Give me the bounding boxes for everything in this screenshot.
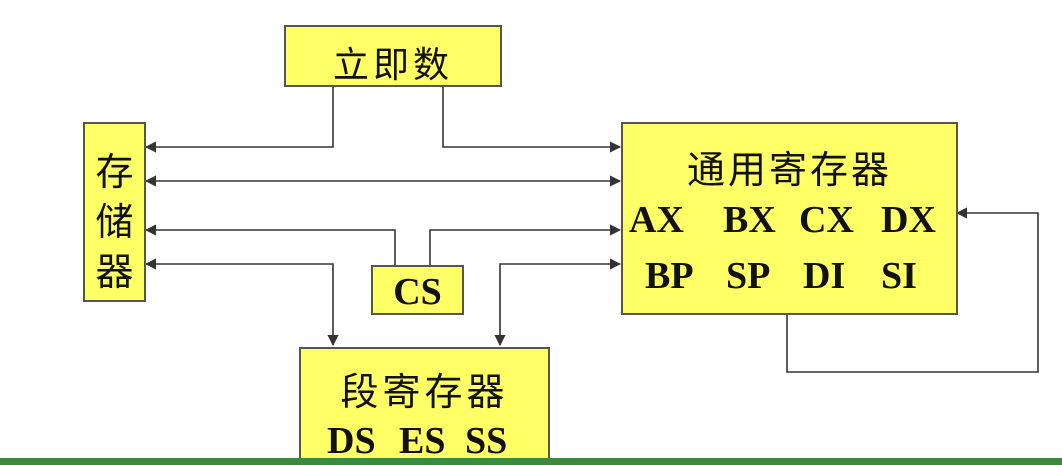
register-sp: SP — [726, 255, 771, 297]
register-di: DI — [803, 255, 846, 297]
bottom-bar — [0, 458, 1062, 465]
register-bx: BX — [723, 199, 776, 241]
register-ax: AX — [629, 199, 684, 241]
cs-box: CS — [371, 265, 464, 315]
general-registers-box: 通用寄存器 AX BX CX DX BP SP DI SI — [621, 122, 958, 315]
general-registers-title: 通用寄存器 — [686, 148, 892, 192]
register-es: ES — [399, 420, 446, 462]
cs-label: CS — [393, 271, 442, 313]
memory-label-char-2: 储 — [95, 200, 134, 244]
segment-registers-box: 段寄存器 DS ES SS — [299, 347, 550, 465]
memory-label-char-3: 器 — [95, 250, 134, 294]
register-cx: CX — [799, 199, 854, 241]
arrow-memory-segment — [144, 258, 339, 347]
register-bp: BP — [645, 255, 694, 297]
register-si: SI — [881, 255, 917, 297]
arrow-immediate-to-general — [442, 85, 622, 153]
immediate-label: 立即数 — [332, 45, 453, 86]
immediate-box: 立即数 — [284, 25, 502, 87]
arrow-cs-to-general — [429, 224, 622, 265]
arrow-immediate-to-memory — [144, 85, 334, 153]
register-ds: DS — [327, 420, 376, 462]
memory-label-char-1: 存 — [95, 150, 134, 194]
arrow-general-segment — [494, 258, 622, 347]
register-ss: SS — [465, 420, 508, 462]
segment-registers-title: 段寄存器 — [340, 370, 509, 414]
memory-box: 存 储 器 — [83, 122, 146, 302]
arrow-general-loop — [786, 207, 1039, 373]
arrow-cs-to-memory — [144, 224, 396, 265]
register-dx: DX — [881, 199, 936, 241]
